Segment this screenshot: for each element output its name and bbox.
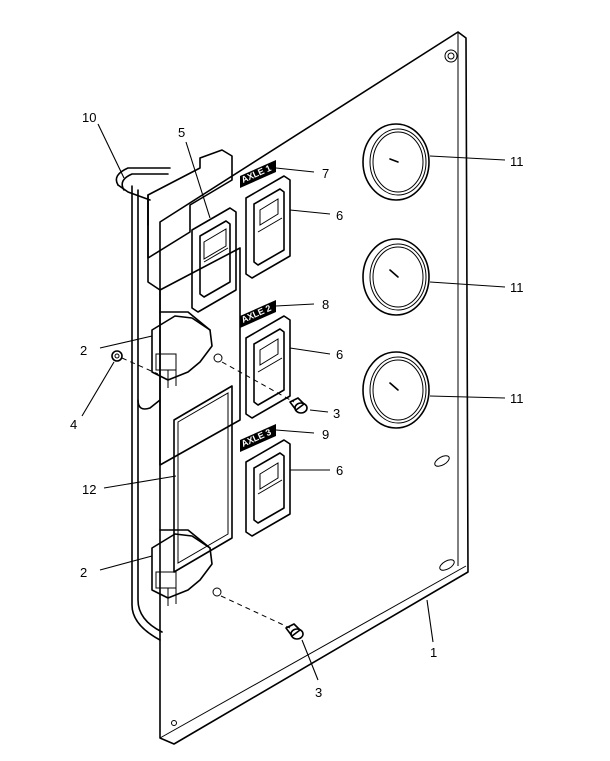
switch-item-6-bottom <box>245 439 291 537</box>
gauge-bottom <box>362 351 430 429</box>
panel-plate <box>159 31 469 745</box>
callout-1: 1 <box>430 645 437 660</box>
axle-1-tag-text: AXLE 1 <box>240 163 273 185</box>
callout-11-top: 11 <box>510 154 524 169</box>
callout-2-lower: 2 <box>80 565 87 580</box>
wire-bracket <box>115 149 233 641</box>
switch-item-6-middle <box>245 315 291 419</box>
callout-6-top: 6 <box>336 208 343 223</box>
callout-2-upper: 2 <box>80 343 87 358</box>
callout-9: 9 <box>322 427 329 442</box>
clip-item-2-lower <box>151 529 213 608</box>
switch-item-5 <box>191 207 237 313</box>
callout-6-bottom: 6 <box>336 463 343 478</box>
callout-3-upper: 3 <box>333 406 340 421</box>
callout-12: 12 <box>82 482 96 497</box>
clip-item-2-upper <box>137 311 213 410</box>
leader-lines <box>81 123 506 681</box>
callout-3-lower: 3 <box>315 685 322 700</box>
callout-10: 10 <box>82 110 96 125</box>
gauge-top <box>362 123 430 201</box>
gauge-middle <box>362 238 430 316</box>
callout-6-middle: 6 <box>336 347 343 362</box>
washer-item-4 <box>111 350 159 375</box>
screw-upper <box>213 353 308 414</box>
switch-item-6-top <box>245 175 291 279</box>
item-12-plate <box>173 385 233 573</box>
axle-2-tag-text: AXLE 2 <box>240 303 273 325</box>
screw-lower <box>212 587 304 640</box>
mounting-recess <box>159 247 241 466</box>
callout-11-middle: 11 <box>510 280 524 295</box>
callout-8: 8 <box>322 297 329 312</box>
callout-7: 7 <box>322 166 329 181</box>
axle-3-tag-text: AXLE 3 <box>240 427 273 449</box>
callout-numbers: 1 2 2 3 3 4 5 6 6 6 7 8 9 10 11 11 11 12 <box>70 110 524 700</box>
callout-5: 5 <box>178 125 185 140</box>
callout-11-bottom: 11 <box>510 391 524 406</box>
callout-4: 4 <box>70 417 77 432</box>
